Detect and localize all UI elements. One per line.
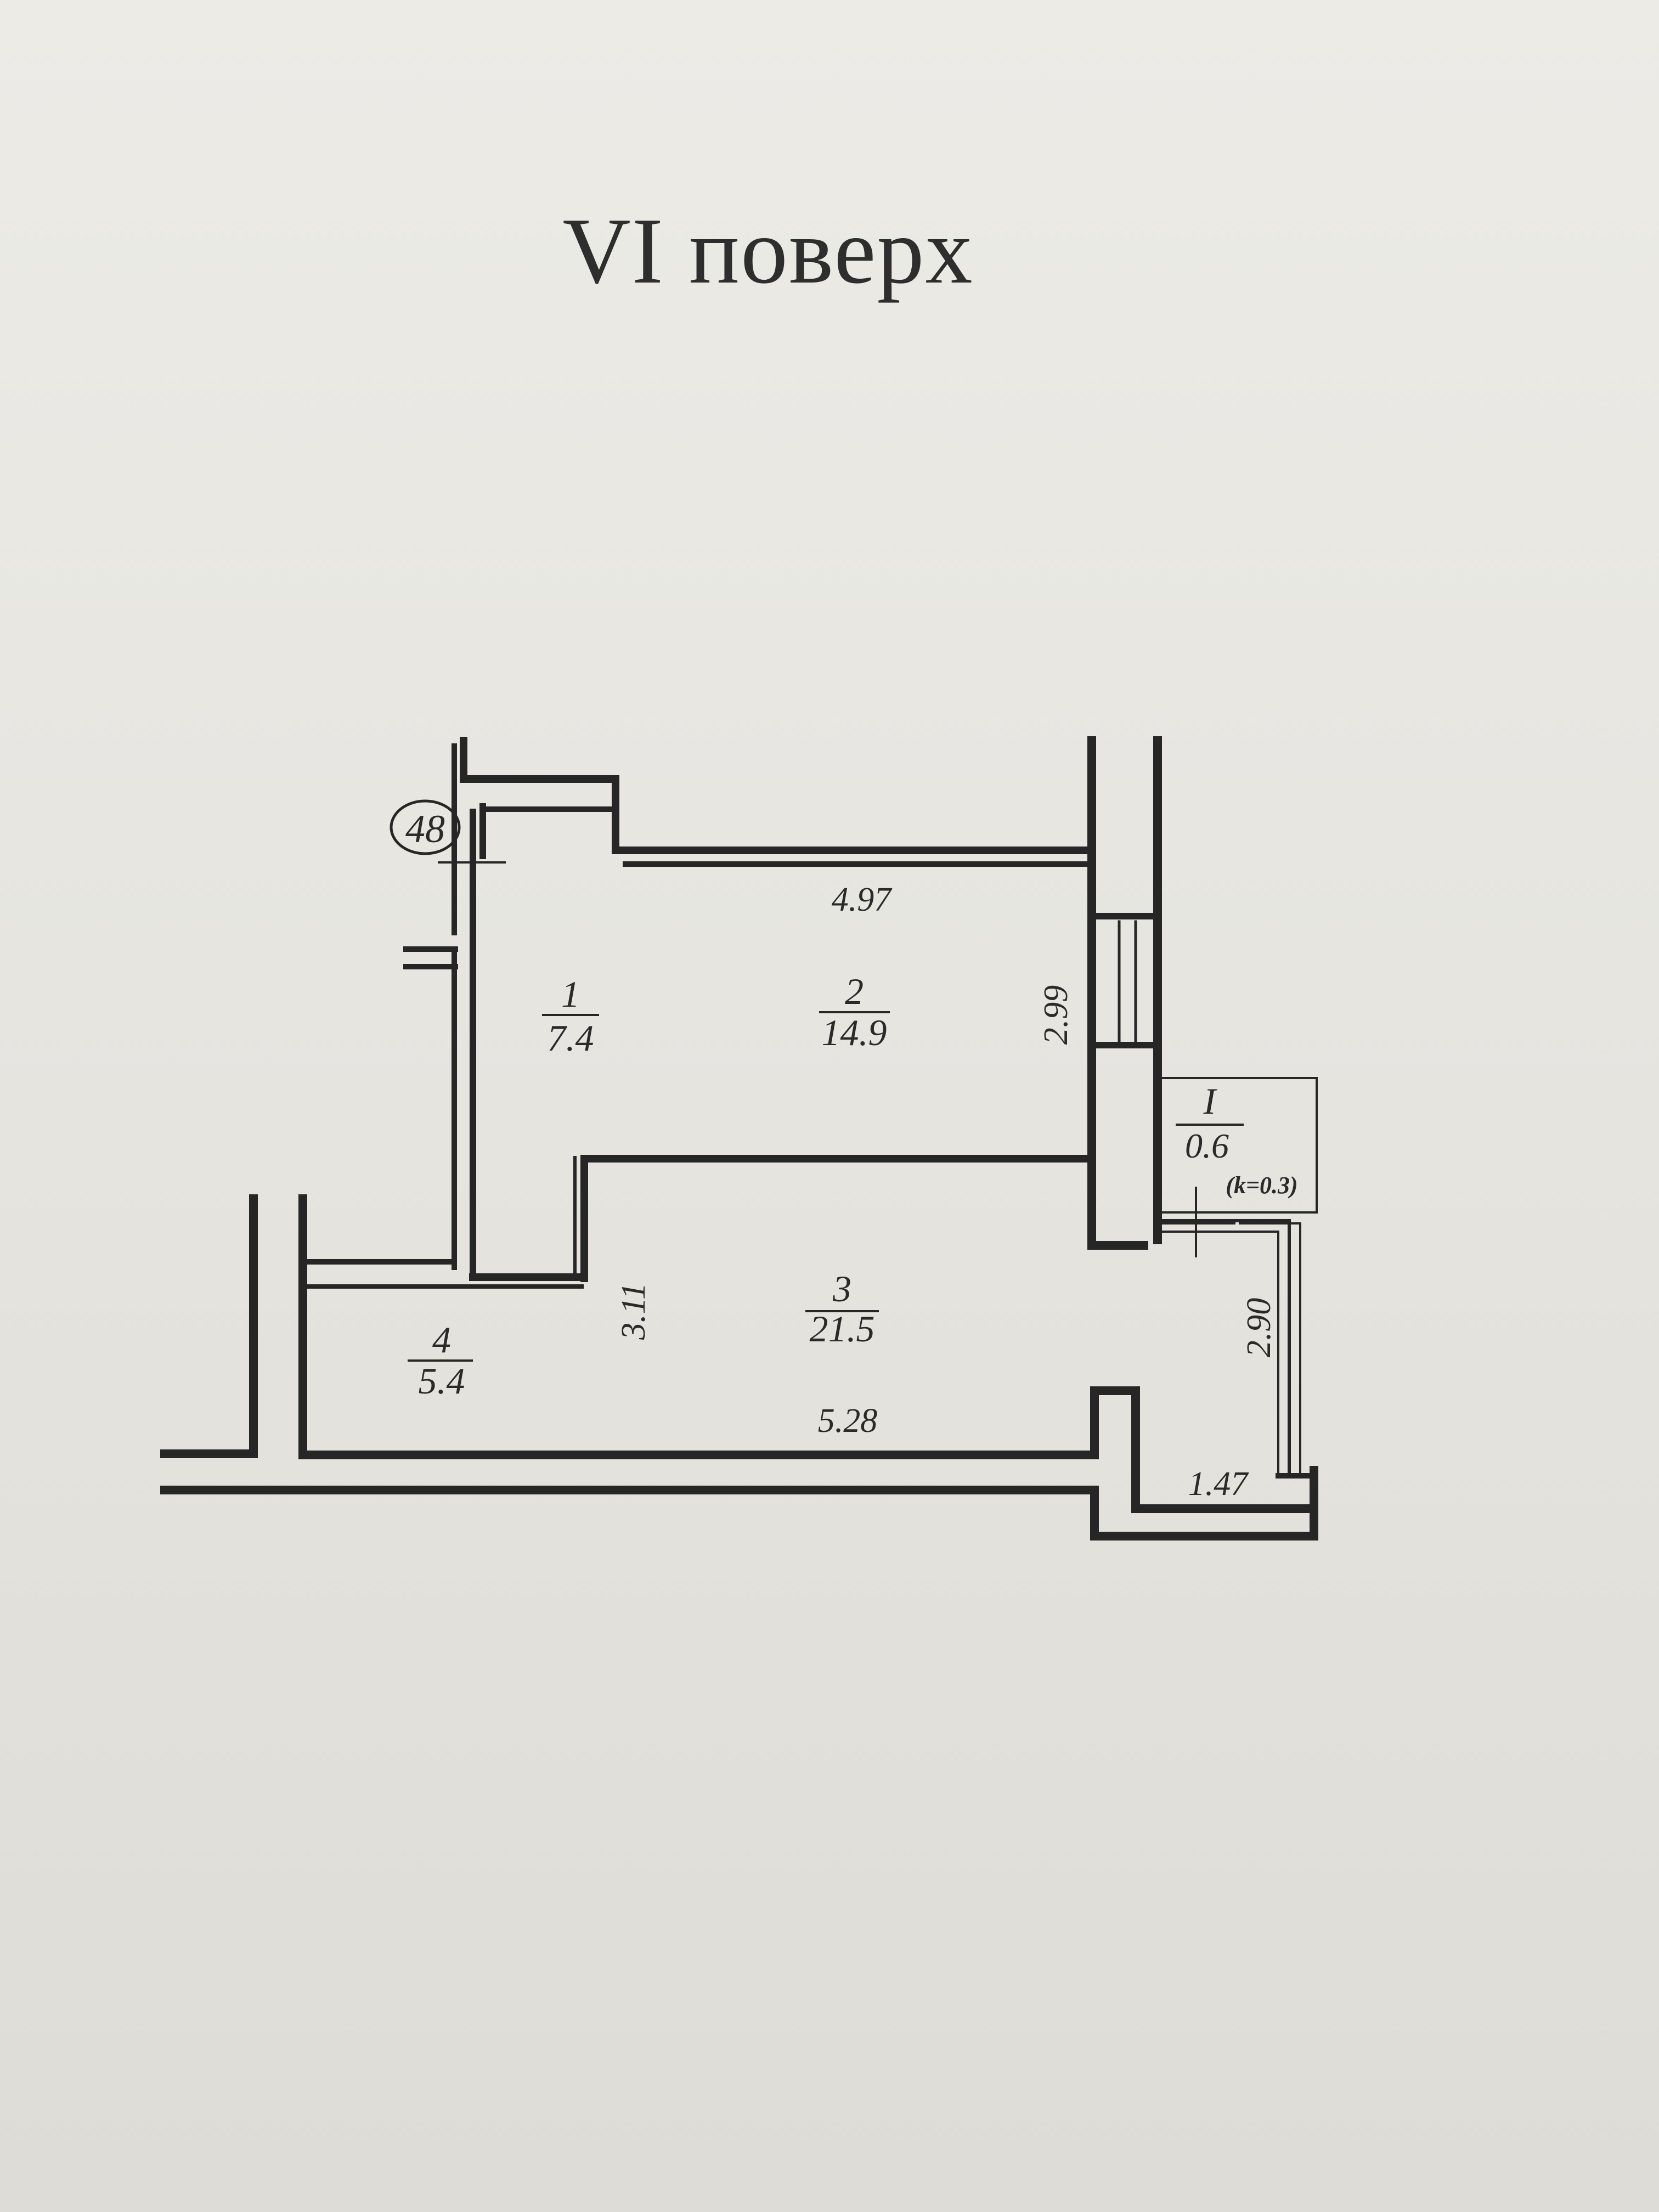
balcony-coefficient: (k=0.3) [1226, 1172, 1297, 1199]
room-4-number: 4 [432, 1319, 451, 1361]
dimension-room2-depth: 2.99 [1037, 985, 1075, 1045]
balcony-rail [1156, 1231, 1279, 1477]
balcony-rail [1156, 1219, 1291, 1477]
room-1-area: 7.4 [548, 1017, 594, 1059]
floor-title: VI поверх [562, 199, 974, 303]
room-2-area: 14.9 [822, 1012, 887, 1053]
apartment-number: 48 [405, 807, 445, 851]
wall [460, 737, 1096, 854]
room-3-area: 21.5 [810, 1308, 875, 1350]
apartment-number-circle [390, 799, 461, 855]
room-1-number: 1 [561, 973, 580, 1015]
wall [580, 1155, 1096, 1282]
dimension-room3-depth: 3.11 [615, 1283, 652, 1340]
wall [160, 1466, 1318, 1541]
wall [1090, 1386, 1318, 1513]
room-3-number: 3 [832, 1268, 851, 1310]
balcony-outline [1156, 1077, 1318, 1214]
room-4-area: 5.4 [419, 1360, 465, 1402]
balcony-area: 0.6 [1185, 1126, 1229, 1165]
balcony-rail [1239, 1222, 1301, 1477]
dimension-balcony-depth: 2.90 [1240, 1298, 1278, 1358]
room-2-number: 2 [845, 970, 864, 1012]
balcony-number: I [1203, 1080, 1218, 1122]
dimension-balcony-width: 1.47 [1188, 1465, 1250, 1503]
dimension-room2-width: 4.97 [832, 881, 893, 918]
dimension-room3-width: 5.28 [818, 1402, 878, 1440]
